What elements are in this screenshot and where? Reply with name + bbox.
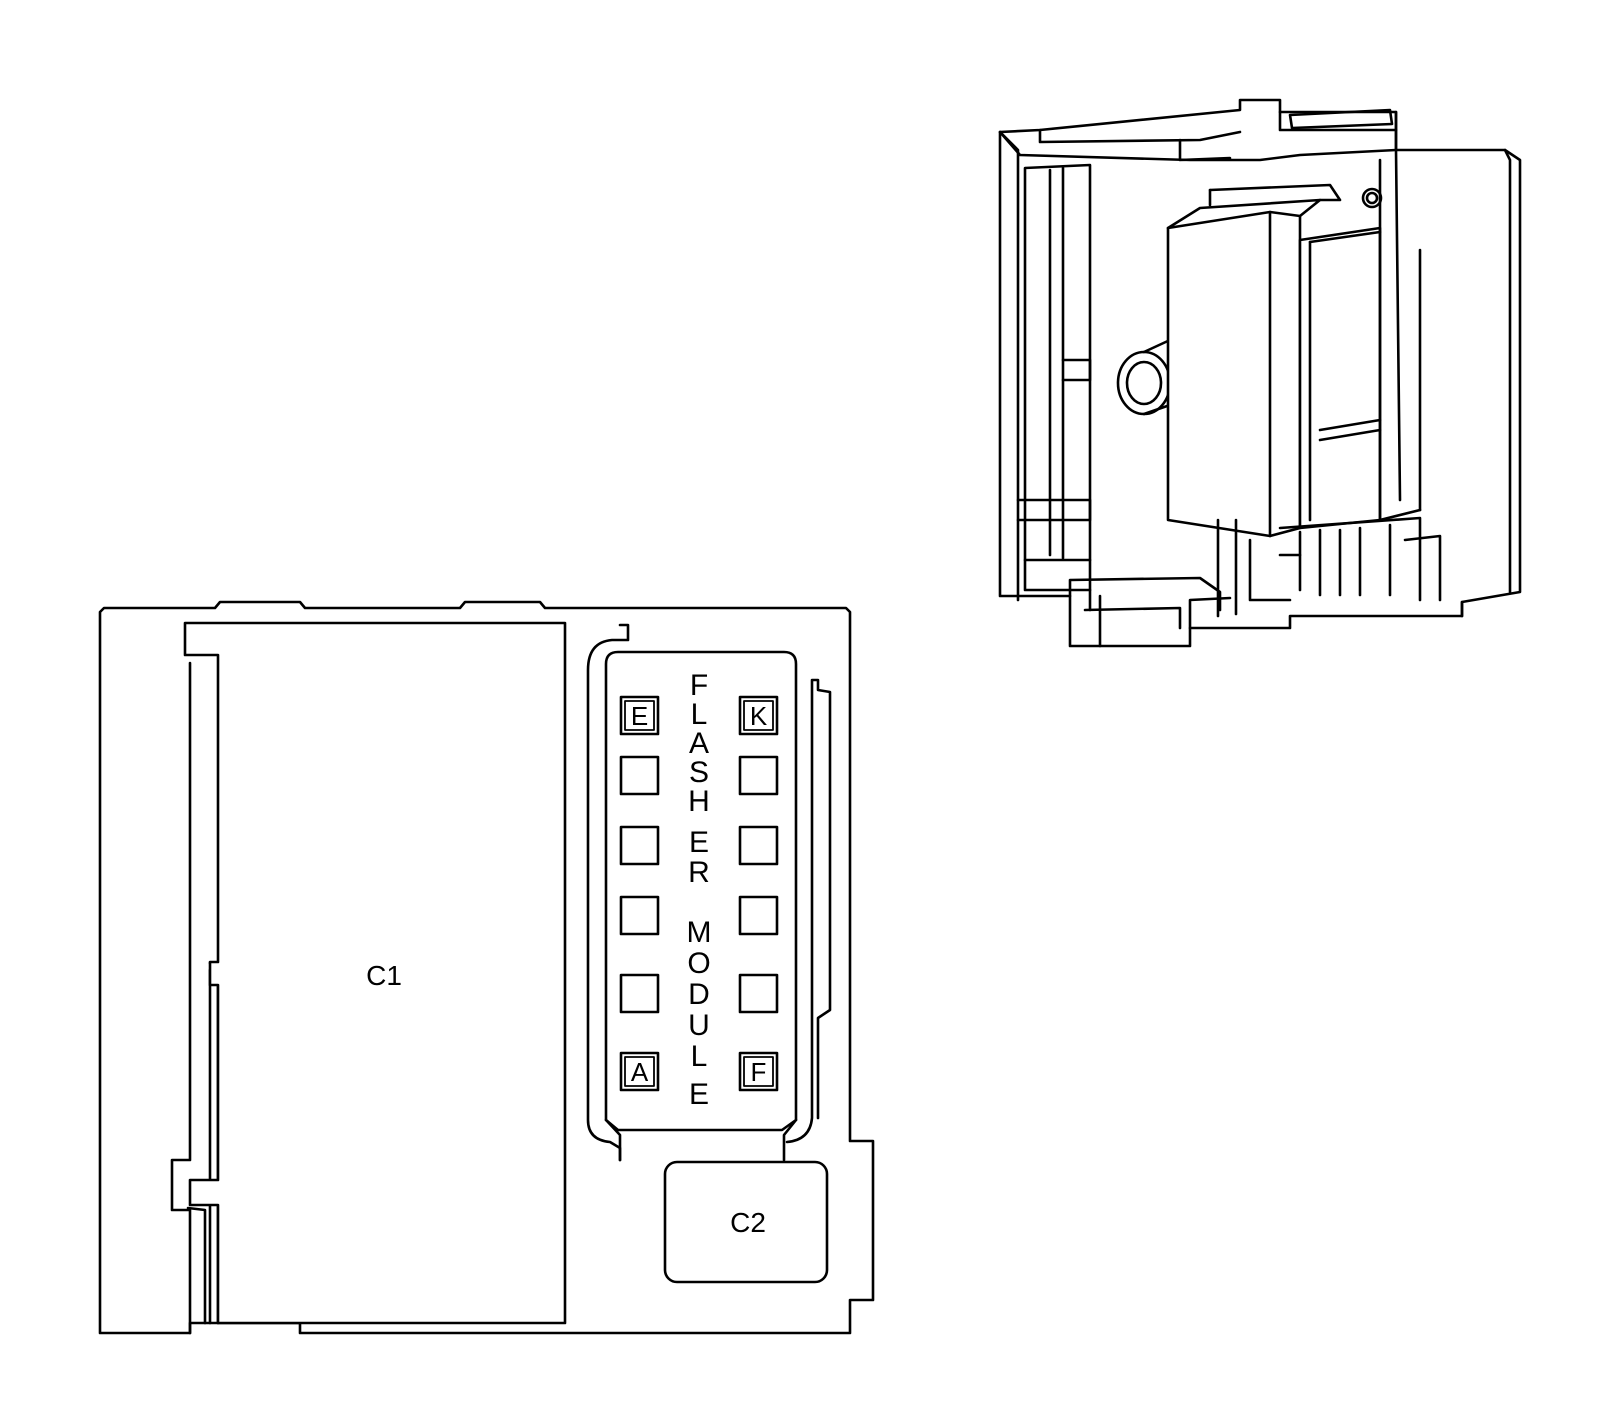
label-letter: S bbox=[689, 756, 709, 789]
label-letter: L bbox=[691, 698, 708, 731]
pin-label-k: K bbox=[750, 701, 768, 731]
pin-terminal bbox=[619, 1051, 660, 1092]
label-letter: A bbox=[689, 727, 709, 760]
pin-terminal bbox=[619, 825, 660, 866]
label-letter: H bbox=[688, 785, 710, 818]
pin-terminal bbox=[619, 755, 660, 796]
label-letter: O bbox=[687, 947, 710, 980]
pin-label-f: F bbox=[751, 1057, 767, 1087]
pin-terminal bbox=[619, 695, 660, 736]
pin-label-a: A bbox=[631, 1057, 649, 1087]
pin-terminal bbox=[738, 695, 779, 736]
label-letter: E bbox=[689, 826, 709, 859]
pin-terminal bbox=[738, 973, 779, 1014]
c1-connector: C1 bbox=[183, 621, 567, 1325]
label-letter: E bbox=[689, 1078, 709, 1111]
pin-column-right: K F bbox=[738, 695, 779, 1092]
pin-terminal bbox=[738, 895, 779, 936]
label-letter: F bbox=[690, 669, 708, 702]
flasher-module: F L A S H E R M O D U L E E A bbox=[586, 623, 832, 1162]
label-letter: R bbox=[688, 856, 710, 889]
pin-terminal bbox=[738, 1051, 779, 1092]
c2-label: C2 bbox=[730, 1207, 766, 1238]
pin-column-left: E A bbox=[619, 695, 660, 1092]
label-letter: D bbox=[688, 978, 710, 1011]
label-letter: U bbox=[688, 1009, 710, 1042]
label-letter: M bbox=[687, 916, 712, 949]
pin-terminal bbox=[738, 755, 779, 796]
pin-terminal bbox=[619, 895, 660, 936]
pin-terminal bbox=[619, 973, 660, 1014]
c2-connector: C2 bbox=[663, 1160, 829, 1284]
pin-label-e: E bbox=[631, 701, 648, 731]
c1-label: C1 bbox=[366, 960, 402, 991]
flasher-module-label: F L A S H E R M O D U L E bbox=[687, 669, 712, 1111]
pin-terminal bbox=[738, 825, 779, 866]
label-letter: L bbox=[691, 1040, 708, 1073]
isometric-module-view bbox=[998, 98, 1522, 648]
